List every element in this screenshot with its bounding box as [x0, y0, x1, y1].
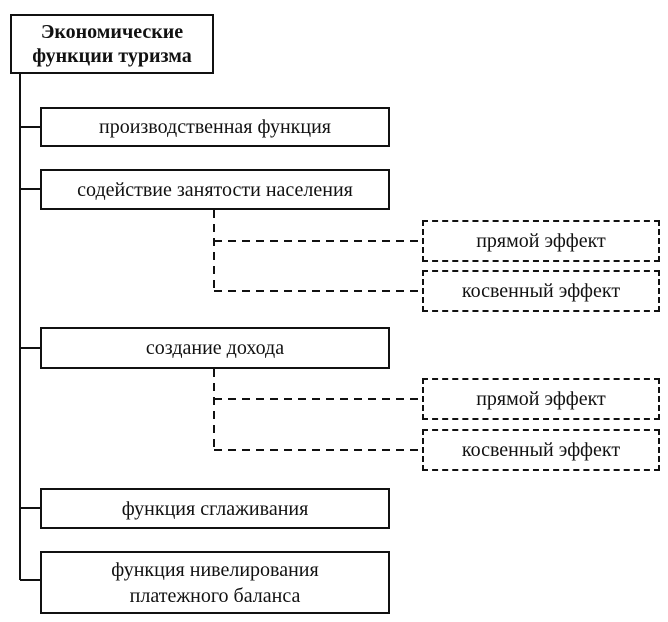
effect-label: косвенный эффект — [461, 280, 621, 302]
root-title-line2: функции туризма — [32, 45, 192, 67]
function-label: содействие занятости населения — [77, 178, 353, 201]
function-box-smoothing: функция сглаживания — [40, 488, 390, 529]
root-title-line1: Экономические — [40, 21, 184, 43]
function-box-balance: функция нивелирования платежного баланса — [40, 551, 390, 614]
effect-box-employment-direct: прямой эффект — [422, 220, 660, 262]
effect-label: прямой эффект — [476, 230, 606, 252]
function-box-production: производственная функция — [40, 107, 390, 147]
effect-box-employment-indirect: косвенный эффект — [422, 270, 660, 312]
function-label: создание дохода — [145, 337, 285, 359]
function-label-line2: платежного баланса — [129, 584, 301, 607]
effect-label: прямой эффект — [476, 388, 606, 410]
function-box-employment: содействие занятости населения — [40, 169, 390, 210]
effect-box-income-direct: прямой эффект — [422, 378, 660, 420]
function-label: функция сглаживания — [121, 497, 309, 520]
effect-box-income-indirect: косвенный эффект — [422, 429, 660, 471]
function-box-income: создание дохода — [40, 327, 390, 369]
function-label-line1: функция нивелирования — [111, 558, 319, 581]
root-box: Экономические функции туризма — [10, 14, 214, 74]
effect-label: косвенный эффект — [461, 439, 621, 461]
function-label: производственная функция — [98, 116, 331, 138]
